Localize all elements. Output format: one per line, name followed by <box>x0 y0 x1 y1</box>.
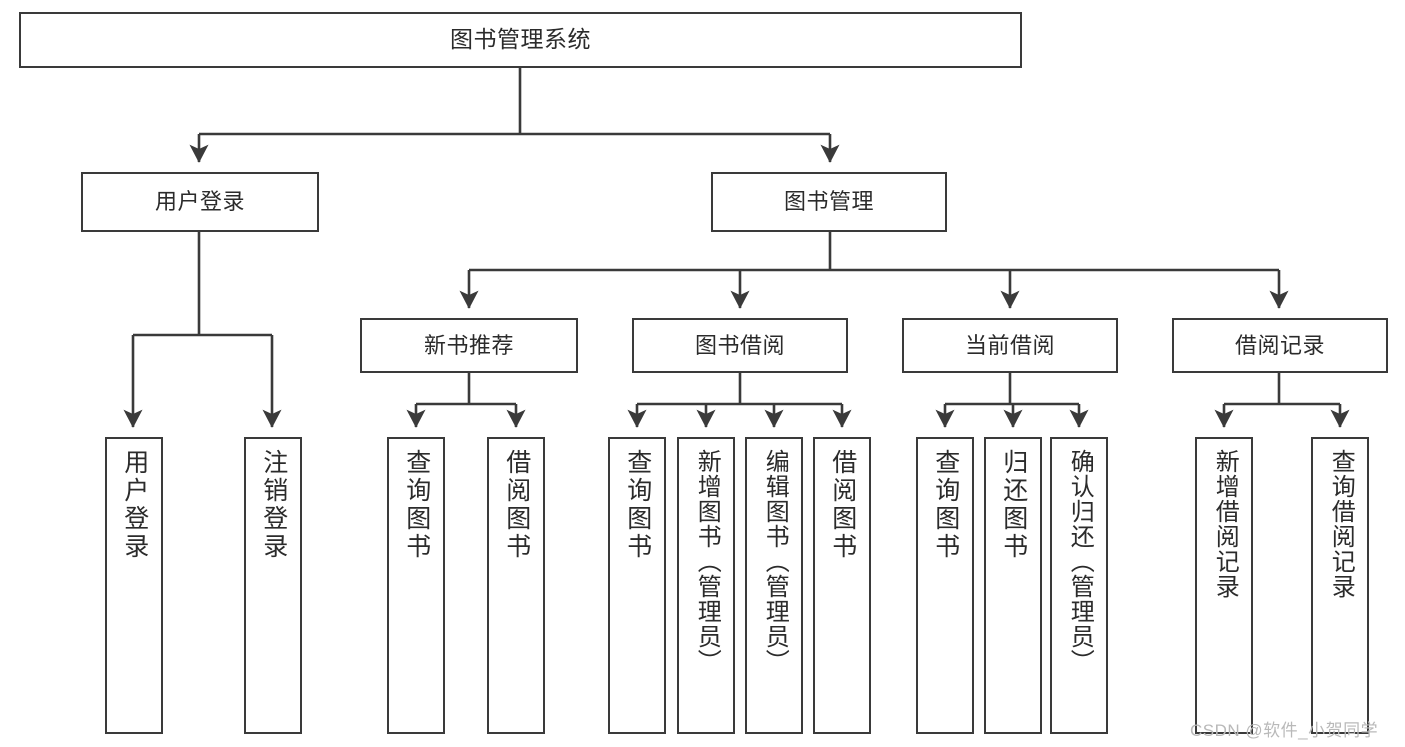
node-leaf-add-book-label: 新增图书（管理员） <box>693 449 721 674</box>
node-current-borrow-label: 当前借阅 <box>964 332 1055 358</box>
node-leaf-add-book[interactable]: 新增图书（管理员） <box>677 437 735 734</box>
node-leaf-return-book[interactable]: 归还图书 <box>984 437 1042 734</box>
node-user-login[interactable]: 用户登录 <box>81 172 319 232</box>
node-leaf-confirm-return-label: 确认归还（管理员） <box>1066 449 1094 674</box>
node-root-label: 图书管理系统 <box>450 26 591 53</box>
node-leaf-borrow-book-2-label: 借阅图书 <box>828 449 857 561</box>
node-leaf-return-book-label: 归还图书 <box>999 449 1028 561</box>
node-leaf-query-book-2-label: 查询图书 <box>623 449 652 561</box>
watermark: CSDN @软件_小贺同学 <box>1190 721 1379 740</box>
node-leaf-query-record-label: 查询借阅记录 <box>1327 449 1355 599</box>
node-current-borrow[interactable]: 当前借阅 <box>902 318 1118 373</box>
node-borrow-record[interactable]: 借阅记录 <box>1172 318 1388 373</box>
node-leaf-user-login[interactable]: 用户登录 <box>105 437 163 734</box>
node-leaf-user-logout[interactable]: 注销登录 <box>244 437 302 734</box>
node-leaf-borrow-book-1[interactable]: 借阅图书 <box>487 437 545 734</box>
node-book-borrow-label: 图书借阅 <box>694 332 785 358</box>
node-book-borrow[interactable]: 图书借阅 <box>632 318 848 373</box>
node-leaf-query-record[interactable]: 查询借阅记录 <box>1311 437 1369 734</box>
node-user-login-label: 用户登录 <box>154 189 245 215</box>
node-leaf-edit-book[interactable]: 编辑图书（管理员） <box>745 437 803 734</box>
node-leaf-add-record[interactable]: 新增借阅记录 <box>1195 437 1253 734</box>
node-book-manage[interactable]: 图书管理 <box>711 172 947 232</box>
node-book-manage-label: 图书管理 <box>783 189 874 215</box>
node-leaf-query-book-1[interactable]: 查询图书 <box>387 437 445 734</box>
node-leaf-user-logout-label: 注销登录 <box>259 449 288 561</box>
node-new-book-recommend-label: 新书推荐 <box>423 332 514 358</box>
node-leaf-borrow-book-1-label: 借阅图书 <box>502 449 531 561</box>
node-new-book-recommend[interactable]: 新书推荐 <box>360 318 578 373</box>
node-leaf-borrow-book-2[interactable]: 借阅图书 <box>813 437 871 734</box>
node-leaf-edit-book-label: 编辑图书（管理员） <box>761 449 789 674</box>
node-leaf-query-book-3[interactable]: 查询图书 <box>916 437 974 734</box>
node-leaf-query-book-1-label: 查询图书 <box>402 449 431 561</box>
node-leaf-confirm-return[interactable]: 确认归还（管理员） <box>1050 437 1108 734</box>
node-leaf-add-record-label: 新增借阅记录 <box>1211 449 1239 599</box>
node-borrow-record-label: 借阅记录 <box>1234 332 1325 358</box>
node-root[interactable]: 图书管理系统 <box>19 12 1022 68</box>
node-leaf-query-book-3-label: 查询图书 <box>931 449 960 561</box>
node-leaf-user-login-label: 用户登录 <box>120 449 149 561</box>
node-leaf-query-book-2[interactable]: 查询图书 <box>608 437 666 734</box>
